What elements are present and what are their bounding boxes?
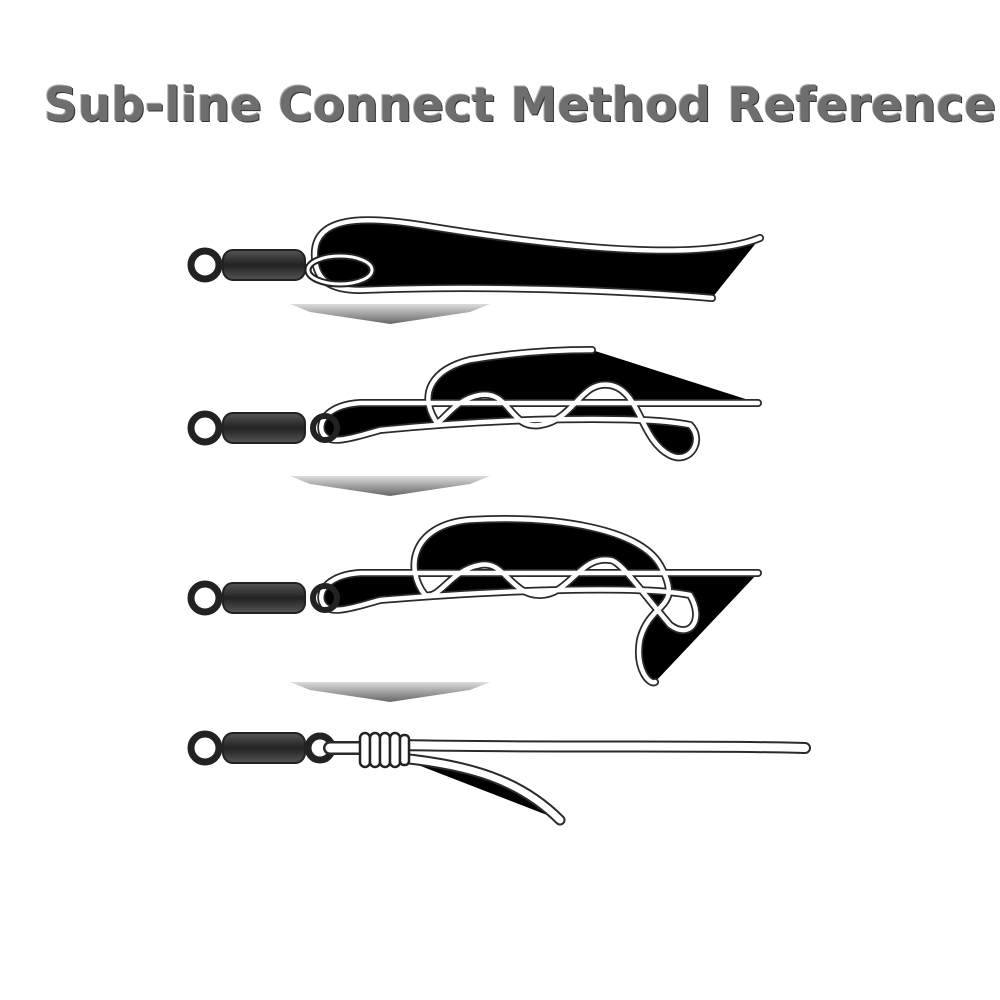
line-icon [304, 220, 760, 298]
swivel-icon [191, 583, 305, 613]
down-arrow-icon [290, 476, 490, 496]
step-2 [191, 350, 758, 496]
step-4 [191, 733, 805, 820]
line-icon [310, 519, 758, 682]
swivel-icon [191, 250, 305, 280]
line-icon [304, 731, 805, 820]
swivel-icon [191, 733, 305, 763]
step-1 [191, 220, 760, 324]
down-arrow-icon [290, 682, 490, 702]
line-icon [310, 350, 758, 457]
swivel-icon [191, 413, 305, 443]
page-title: Sub-line Connect Method Reference [43, 78, 997, 133]
step-3 [191, 519, 758, 702]
knot-wraps-icon [358, 731, 411, 769]
down-arrow-icon [290, 304, 490, 324]
